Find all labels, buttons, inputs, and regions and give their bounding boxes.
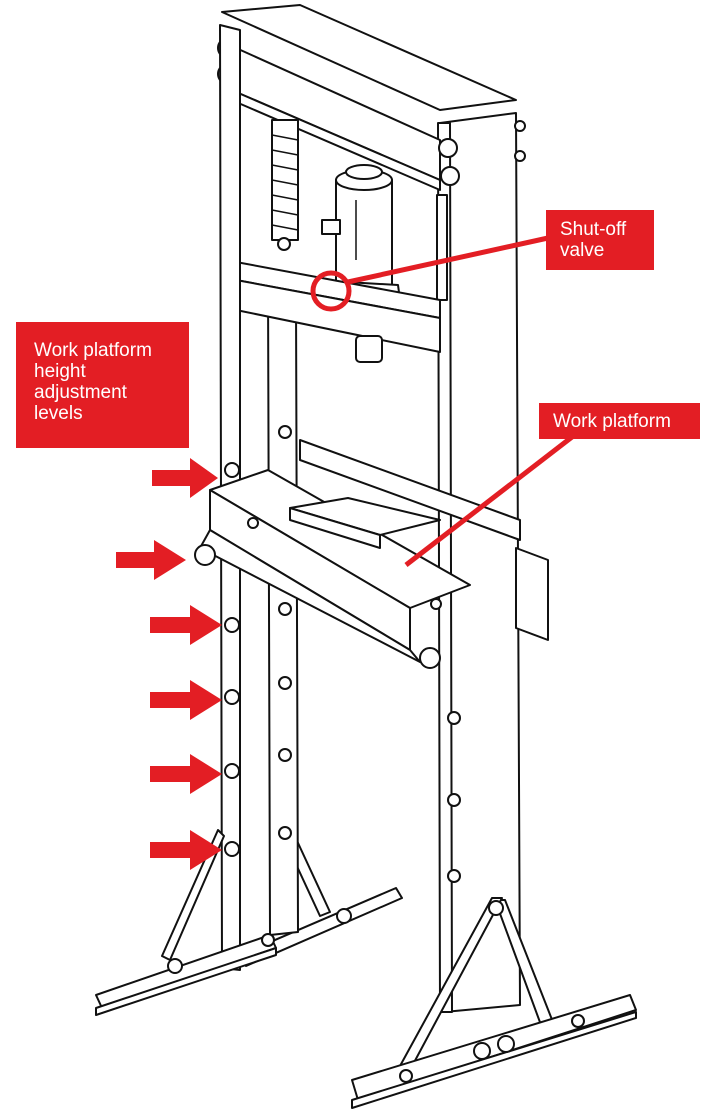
return-springs [271,119,448,301]
center-holes [278,425,461,883]
arrow-level-4 [150,680,222,720]
front-left-stand [95,829,277,1016]
shutoff-valve-highlight [310,270,352,312]
callouts [310,235,574,567]
front-right-stand [351,897,637,1109]
arrow-level-1 [152,458,218,498]
platform-rear-channel [299,439,521,541]
level-arrows [116,458,222,870]
label-work-platform: Work platform [539,403,700,439]
label-platform-height-levels: Work platform height adjustment levels [16,322,189,448]
label-shutoff-valve: Shut-off valve [546,210,654,270]
work-platform [194,469,471,669]
arrow-level-5 [150,754,222,794]
arrow-level-6 [150,830,222,870]
arrow-level-2 [116,540,186,580]
arrow-level-3 [150,605,222,645]
